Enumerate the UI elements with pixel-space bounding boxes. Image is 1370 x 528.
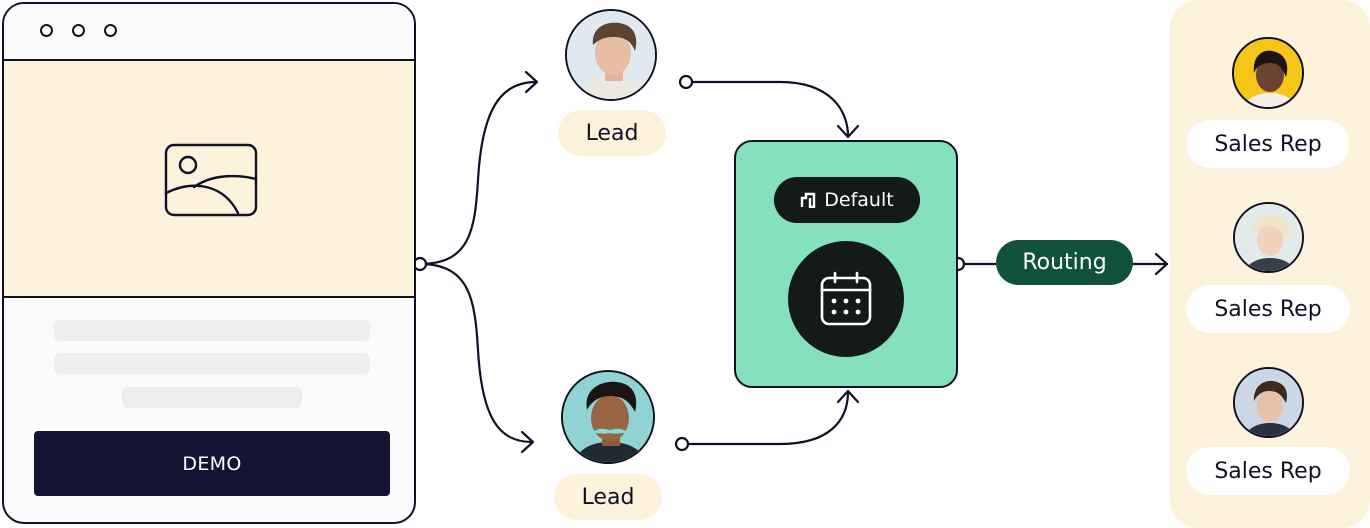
text-placeholder [122,387,302,408]
sales-rep-label: Sales Rep [1186,120,1350,168]
sales-rep-avatar [1232,37,1304,109]
lead-avatar [565,9,657,101]
person-icon [1235,204,1302,271]
person-icon [1234,39,1302,107]
image-placeholder-icon [164,143,258,217]
browser-title-bar [4,4,414,61]
hero-image-area [4,61,414,298]
lead-avatar [561,370,655,464]
sales-rep-avatar [1233,202,1304,273]
brand-logo-icon [801,192,816,208]
landing-page-mockup: DEMO [2,2,416,524]
window-dot-icon [72,24,85,37]
person-icon [1235,369,1302,436]
calendar-badge [788,241,904,357]
lead-label: Lead [558,110,666,156]
sales-rep-avatar [1233,367,1304,438]
lead-label: Lead [554,474,662,520]
default-label: Default [824,189,894,211]
demo-button[interactable]: DEMO [34,431,390,496]
sales-rep-label: Sales Rep [1186,447,1350,495]
text-placeholder [54,353,370,374]
default-router-pill[interactable]: Default [774,177,920,223]
sales-rep-label: Sales Rep [1186,285,1350,333]
person-icon [567,11,655,99]
text-placeholder [54,320,370,341]
calendar-icon [820,271,872,326]
window-dot-icon [40,24,53,37]
routing-pill: Routing [996,240,1133,285]
window-dot-icon [104,24,117,37]
person-icon [563,372,653,462]
